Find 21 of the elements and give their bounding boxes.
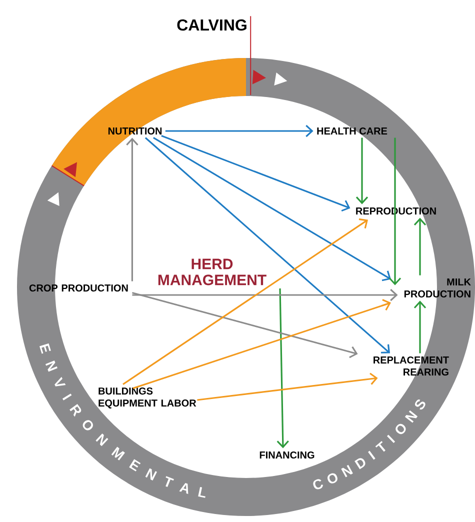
arrow [153,137,391,282]
arrow [132,288,398,302]
arrow [197,372,378,401]
arrow [132,299,391,390]
arrow [132,292,358,358]
leader-line [250,16,252,96]
arrow [414,218,426,276]
center-label: HERD MANAGEMENT [158,258,266,286]
arrow [356,138,368,204]
node-label: HEALTH CARE [317,127,388,135]
arrow [122,218,368,385]
arrow [161,134,350,212]
arrow [276,288,289,448]
arrow [144,137,390,354]
node-label: BUILDINGS EQUIPMENT LABOR [98,388,196,408]
node-label: FINANCING [260,451,314,459]
arrow [414,300,426,354]
arrow [126,138,138,282]
heading-text: CALVING [177,19,246,31]
arrow [388,138,402,286]
arrow [165,124,314,138]
